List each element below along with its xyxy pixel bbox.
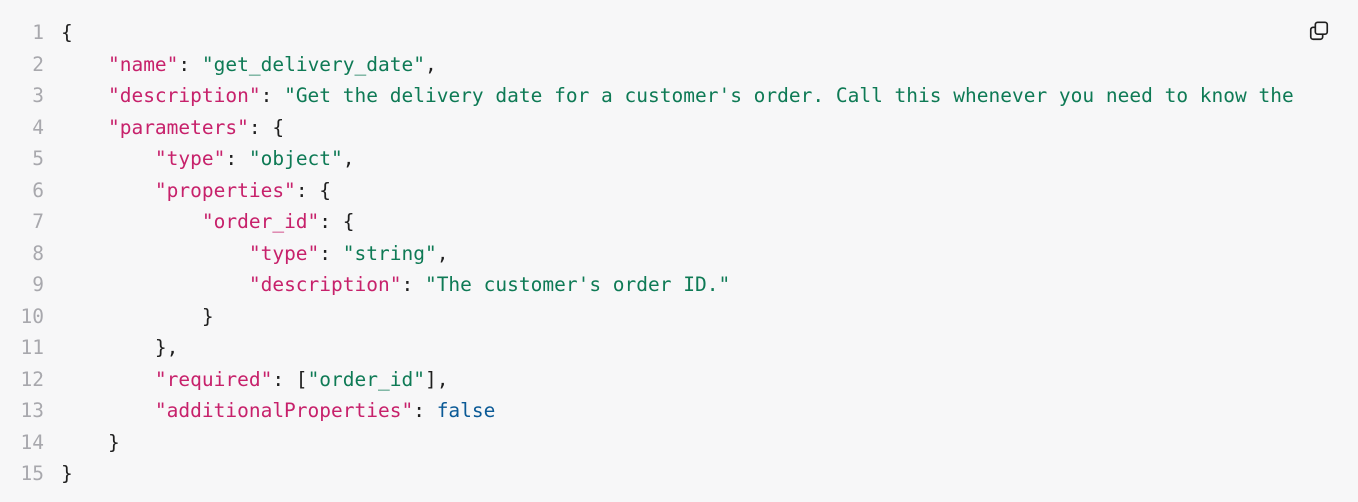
json-key: "order_id" — [201, 210, 320, 233]
json-key: "required" — [154, 367, 273, 391]
code-indent — [61, 179, 155, 202]
line-number: 11 — [20, 336, 44, 359]
json-string: "get_delivery_date" — [201, 52, 425, 76]
json-string: "string" — [342, 241, 437, 265]
json-keyword: false — [436, 399, 496, 422]
code-indent — [61, 147, 155, 170]
json-punctuation: : — [260, 84, 285, 107]
line-number: 15 — [20, 462, 44, 485]
code-line: 9 "description": "The customer's order I… — [0, 269, 1358, 301]
code-indent — [61, 210, 202, 233]
code-line: 11 }, — [0, 332, 1358, 364]
line-number: 3 — [32, 84, 44, 107]
code-line-text: "order_id": { — [61, 206, 355, 238]
json-key: "name" — [107, 52, 179, 76]
json-punctuation: }, — [154, 336, 179, 359]
json-punctuation: { — [61, 21, 73, 44]
code-line: 5 "type": "object", — [0, 143, 1358, 175]
json-punctuation: : — [178, 52, 202, 76]
code-indent — [61, 273, 249, 296]
line-number: 2 — [32, 52, 44, 76]
code-line-text: "additionalProperties": false — [61, 395, 495, 427]
json-punctuation: , — [342, 147, 355, 170]
line-number: 14 — [20, 430, 44, 454]
line-number: 13 — [20, 399, 44, 422]
json-key: "description" — [107, 84, 261, 107]
code-indent — [61, 242, 249, 265]
code-indent — [61, 368, 155, 391]
code-line-text: "properties": { — [61, 175, 331, 207]
code-line-text: "type": "object", — [61, 143, 355, 175]
code-line: 1{ — [0, 17, 1358, 49]
code-indent — [61, 431, 108, 454]
json-punctuation: } — [61, 462, 73, 485]
json-punctuation: : { — [295, 178, 332, 202]
json-key: "description" — [248, 273, 402, 296]
json-punctuation: , — [424, 52, 437, 76]
line-number: 5 — [32, 147, 44, 170]
json-punctuation: : — [225, 147, 249, 170]
line-number: 8 — [32, 241, 44, 265]
code-line-text: { — [61, 17, 73, 49]
code-line: 7 "order_id": { — [0, 206, 1358, 238]
json-punctuation: : [ — [272, 367, 308, 391]
json-punctuation: : { — [248, 115, 285, 139]
code-lines: 1{2 "name": "get_delivery_date",3 "descr… — [0, 17, 1358, 490]
line-number: 4 — [32, 115, 44, 139]
copy-icon — [1309, 21, 1329, 41]
json-punctuation: , — [436, 241, 449, 265]
json-key: "type" — [154, 147, 226, 170]
json-punctuation: : — [413, 399, 437, 422]
code-indent — [61, 336, 155, 359]
json-string: "The customer's order ID." — [424, 273, 731, 296]
json-punctuation: } — [107, 430, 120, 454]
json-key: "type" — [248, 241, 320, 265]
line-number: 10 — [20, 304, 44, 328]
line-number: 9 — [32, 273, 44, 296]
json-string: "Get the delivery date for a customer's … — [284, 84, 1294, 107]
code-line: 14 } — [0, 427, 1358, 459]
json-punctuation: } — [201, 304, 214, 328]
code-indent — [61, 116, 108, 139]
json-key: "parameters" — [107, 115, 249, 139]
json-key: "properties" — [154, 178, 296, 202]
code-line: 8 "type": "string", — [0, 238, 1358, 270]
code-indent — [61, 305, 202, 328]
json-punctuation: : — [401, 273, 425, 296]
code-line: 6 "properties": { — [0, 175, 1358, 207]
code-line-text: "description": "Get the delivery date fo… — [61, 80, 1294, 112]
line-number: 1 — [32, 21, 44, 44]
code-line-text: "name": "get_delivery_date", — [61, 49, 437, 81]
code-line: 2 "name": "get_delivery_date", — [0, 49, 1358, 81]
json-string: "object" — [248, 147, 343, 170]
code-indent — [61, 84, 108, 107]
json-key: "additionalProperties" — [154, 399, 414, 422]
code-line-text: "type": "string", — [61, 238, 449, 270]
code-line-text: "parameters": { — [61, 112, 284, 144]
code-line: 4 "parameters": { — [0, 112, 1358, 144]
line-number: 12 — [20, 367, 44, 391]
code-indent — [61, 53, 108, 76]
code-line: 15} — [0, 458, 1358, 490]
code-line-text: } — [61, 301, 214, 333]
json-string: "order_id" — [307, 367, 425, 391]
code-line-text: "required": ["order_id"], — [61, 364, 449, 396]
json-punctuation: ], — [424, 367, 449, 391]
code-line: 12 "required": ["order_id"], — [0, 364, 1358, 396]
line-number: 6 — [32, 178, 44, 202]
copy-code-button[interactable] — [1302, 14, 1336, 48]
code-line: 10 } — [0, 301, 1358, 333]
code-line: 13 "additionalProperties": false — [0, 395, 1358, 427]
code-line-text: } — [61, 427, 120, 459]
json-punctuation: : — [319, 241, 343, 265]
code-indent — [61, 399, 155, 422]
code-line: 3 "description": "Get the delivery date … — [0, 80, 1358, 112]
line-number: 7 — [32, 210, 44, 233]
json-punctuation: : { — [319, 210, 355, 233]
code-line-text: } — [61, 458, 73, 490]
code-line-text: }, — [61, 332, 178, 364]
code-line-text: "description": "The customer's order ID.… — [61, 269, 730, 301]
